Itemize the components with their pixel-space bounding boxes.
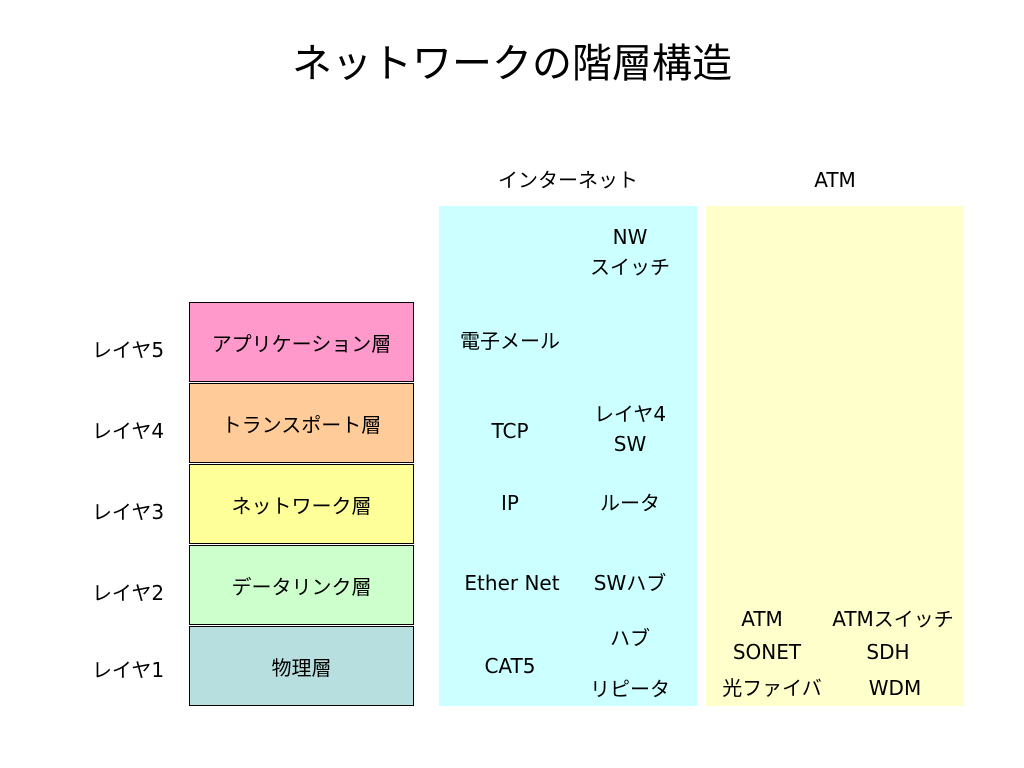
sonet-label: SONET <box>732 640 802 664</box>
layer2-box: データリンク層 <box>189 545 414 625</box>
sw-hub-label: SWハブ <box>593 571 667 595</box>
cat5-label: CAT5 <box>484 654 536 678</box>
page-title: ネットワークの階層構造 <box>292 41 732 87</box>
layer4-name: トランスポート層 <box>221 412 382 437</box>
layer4-box: トランスポート層 <box>189 383 414 463</box>
atm-column-header: ATM <box>814 168 856 192</box>
layer3-box: ネットワーク層 <box>189 464 414 544</box>
layer5-name: アプリケーション層 <box>211 331 392 356</box>
nw-switch-label: NW スイッチ <box>590 225 670 279</box>
layer4-sw-label: レイヤ4 SW <box>593 402 667 456</box>
layer2-label: レイヤ2 <box>91 581 165 605</box>
fiber-label: 光ファイバ <box>722 676 822 700</box>
atm-label: ATM <box>741 607 783 631</box>
tcp-label: TCP <box>491 419 529 443</box>
sdh-label: SDH <box>866 640 910 664</box>
layer1-box: 物理層 <box>189 626 414 706</box>
ethernet-label: Ether Net <box>464 571 560 595</box>
wdm-label: WDM <box>868 676 922 700</box>
layer1-name: 物理層 <box>271 655 332 680</box>
email-label: 電子メール <box>460 329 560 353</box>
layer2-name: データリンク層 <box>231 574 372 599</box>
atm-panel <box>706 206 964 706</box>
hub-label: ハブ <box>610 626 650 650</box>
ip-label: IP <box>501 491 519 515</box>
layer4-label: レイヤ4 <box>91 419 165 443</box>
layer5-label: レイヤ5 <box>91 338 165 362</box>
atm-switch-label: ATMスイッチ <box>832 607 954 631</box>
repeater-label: リピータ <box>590 677 670 701</box>
layer1-label: レイヤ1 <box>91 658 165 682</box>
layer3-name: ネットワーク層 <box>231 493 372 518</box>
layer3-label: レイヤ3 <box>91 500 165 524</box>
router-label: ルータ <box>600 491 660 515</box>
internet-panel <box>439 206 697 706</box>
layer5-box: アプリケーション層 <box>189 302 414 382</box>
internet-column-header: インターネット <box>498 168 638 192</box>
